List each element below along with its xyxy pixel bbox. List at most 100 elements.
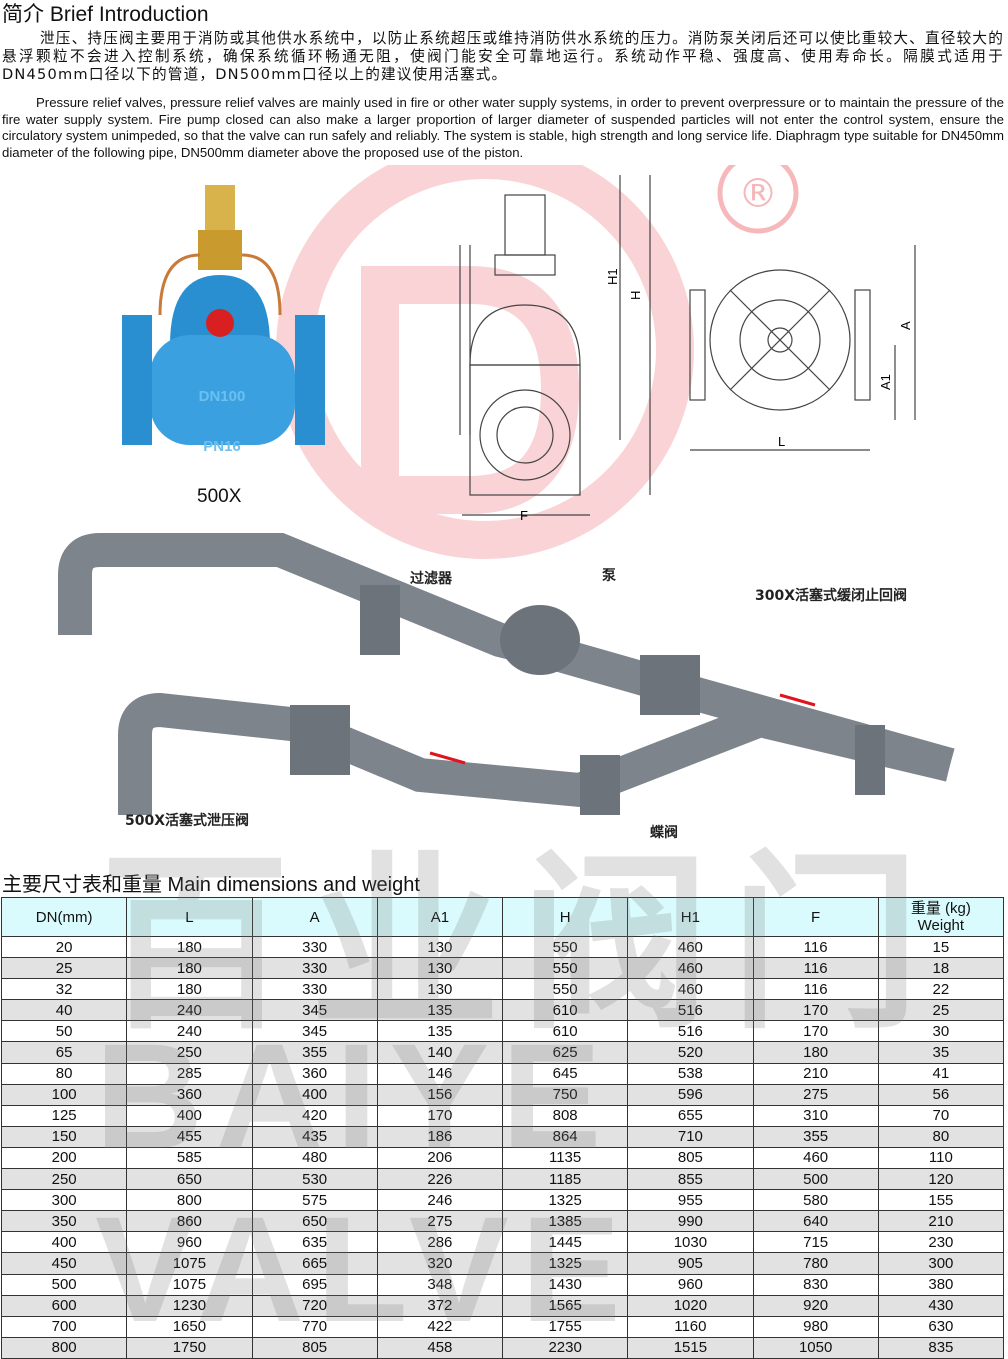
table-cell: 300 <box>877 1252 1005 1275</box>
table-cell: 275 <box>752 1083 879 1106</box>
intro-chinese: 泄压、持压阀主要用于消防或其他供水系统中，以防止系统超压或维持消防供水系统的压力… <box>2 30 1004 84</box>
table-cell: 500 <box>752 1168 879 1191</box>
table-cell: 500 <box>0 1273 128 1296</box>
dim-label-h1: H1 <box>605 268 620 285</box>
header-f: F <box>752 897 879 937</box>
table-cell: 990 <box>627 1210 754 1233</box>
valve-photo: DN100 PN16 <box>122 185 325 455</box>
table-cell: 250 <box>126 1041 253 1064</box>
table-cell: 460 <box>752 1146 879 1170</box>
table-cell: 25 <box>877 999 1005 1022</box>
table-cell: 550 <box>501 978 629 1001</box>
table-cell: 1565 <box>501 1294 629 1317</box>
table-cell: 210 <box>877 1210 1005 1233</box>
table-cell: 330 <box>251 935 378 959</box>
table-cell: 640 <box>752 1210 879 1233</box>
table-cell: 170 <box>376 1104 504 1127</box>
header-h1: H1 <box>627 897 754 937</box>
table-cell: 635 <box>251 1231 378 1254</box>
product-illustration: ® DN100 PN16 500X H1 H F <box>0 141 1008 865</box>
header-weight-en: Weight <box>917 917 965 934</box>
table-cell: 695 <box>251 1273 378 1296</box>
intro-chinese-text: 泄压、持压阀主要用于消防或其他供水系统中，以防止系统超压或维持消防供水系统的压力… <box>2 30 1004 83</box>
table-cell: 150 <box>0 1125 128 1148</box>
table-cell: 250 <box>0 1168 128 1191</box>
table-cell: 1325 <box>501 1189 629 1212</box>
table-cell: 520 <box>627 1041 754 1064</box>
header-weight-cn: 重量 (kg) <box>910 900 971 917</box>
table-cell: 455 <box>126 1125 253 1148</box>
header-a1: A1 <box>376 897 504 937</box>
table-cell: 864 <box>501 1125 629 1148</box>
table-cell: 206 <box>376 1146 504 1170</box>
header-l: L <box>126 897 253 937</box>
illustration-svg: ® DN100 PN16 500X H1 H F <box>58 141 955 815</box>
table-cell: 780 <box>752 1252 879 1275</box>
table-cell: 800 <box>0 1336 128 1359</box>
table-cell: 460 <box>627 935 754 959</box>
table-cell: 186 <box>376 1125 504 1148</box>
table-cell: 120 <box>877 1168 1005 1191</box>
table-cell: 516 <box>627 999 754 1022</box>
table-cell: 116 <box>752 957 879 980</box>
table-cell: 80 <box>877 1125 1005 1148</box>
table-cell: 575 <box>251 1189 378 1212</box>
table-cell: 275 <box>376 1210 504 1233</box>
table-cell: 355 <box>752 1125 879 1148</box>
table-cell: 310 <box>752 1104 879 1127</box>
intro-english: Pressure relief valves, pressure relief … <box>2 95 1004 161</box>
table-cell: 116 <box>752 978 879 1001</box>
table-cell: 146 <box>376 1062 504 1085</box>
top-view-drawing <box>689 245 916 451</box>
table-cell: 350 <box>0 1210 128 1233</box>
table-cell: 720 <box>251 1294 378 1317</box>
dim-label-l: L <box>778 434 785 449</box>
table-cell: 422 <box>376 1315 504 1338</box>
table-cell: 1185 <box>501 1168 629 1191</box>
table-cell: 750 <box>501 1083 629 1106</box>
table-cell: 800 <box>126 1189 253 1212</box>
table-cell: 2230 <box>501 1336 629 1359</box>
table-cell: 905 <box>627 1252 754 1275</box>
table-cell: 345 <box>251 1020 378 1043</box>
header-a: A <box>251 897 378 937</box>
table-cell: 430 <box>877 1294 1005 1317</box>
table-cell: 65 <box>0 1041 128 1064</box>
header-dn: DN(mm) <box>0 897 128 937</box>
table-cell: 355 <box>251 1041 378 1064</box>
table-cell: 458 <box>376 1336 504 1359</box>
intro-english-text: Pressure relief valves, pressure relief … <box>2 95 1004 160</box>
body-mark-dn: DN100 <box>199 388 246 405</box>
table-cell: 156 <box>376 1083 504 1106</box>
dim-label-a1: A1 <box>878 374 893 390</box>
table-cell: 1160 <box>627 1315 754 1338</box>
table-cell: 1075 <box>126 1273 253 1296</box>
table-cell: 805 <box>251 1336 378 1359</box>
table-cell: 1030 <box>627 1231 754 1254</box>
table-cell: 180 <box>126 978 253 1001</box>
table-cell: 715 <box>752 1231 879 1254</box>
table-cell: 1750 <box>126 1336 253 1359</box>
table-cell: 400 <box>0 1231 128 1254</box>
table-cell: 700 <box>0 1315 128 1338</box>
table-cell: 170 <box>752 999 879 1022</box>
table-cell: 516 <box>627 1020 754 1043</box>
table-cell: 1325 <box>501 1252 629 1275</box>
dim-label-f: F <box>520 508 528 523</box>
table-cell: 226 <box>376 1168 504 1191</box>
table-cell: 1515 <box>627 1336 754 1359</box>
table-cell: 320 <box>376 1252 504 1275</box>
table-cell: 1020 <box>627 1294 754 1317</box>
table-cell: 116 <box>752 935 879 959</box>
table-cell: 400 <box>251 1083 378 1106</box>
